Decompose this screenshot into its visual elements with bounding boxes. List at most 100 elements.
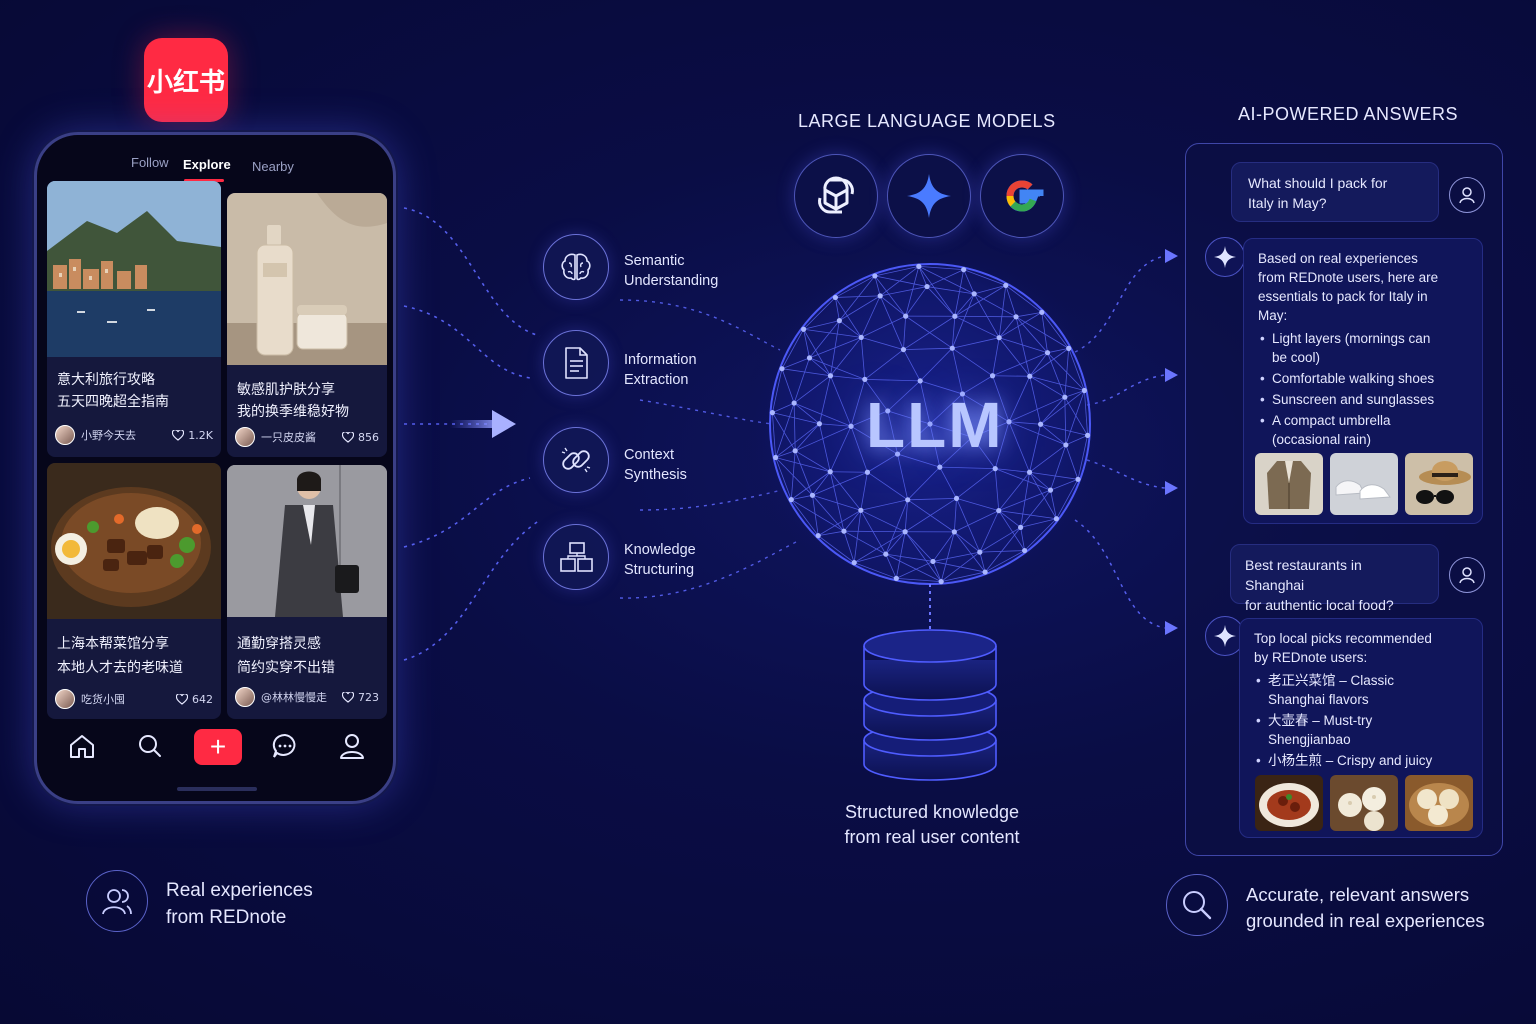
mesh-link: [861, 336, 904, 350]
mesh-link: [775, 402, 795, 458]
mesh-node: [996, 335, 1002, 341]
mesh-link: [905, 315, 953, 349]
mesh-link: [940, 551, 981, 582]
author-name: 吃货小囤: [81, 693, 125, 706]
like-count-value: 723: [358, 690, 379, 704]
mesh-link: [1084, 390, 1088, 436]
mesh-link: [812, 471, 868, 496]
mesh-link: [904, 498, 957, 533]
post-title-line1: 通勤穿搭灵感: [237, 636, 321, 652]
mesh-link: [809, 357, 865, 380]
mesh-link: [1008, 421, 1041, 425]
mesh-node: [989, 373, 996, 379]
mesh-link: [794, 450, 813, 496]
mesh-node: [800, 326, 807, 332]
step-label-line1: Information: [624, 352, 697, 368]
mesh-link: [793, 357, 810, 404]
mesh-node: [841, 528, 847, 534]
post-card-shanghai-food[interactable]: 上海本帮菜馆分享 本地人才去的老味道 吃货小囤 642: [47, 463, 221, 719]
mesh-link: [835, 275, 876, 298]
mesh-link: [860, 509, 906, 533]
mesh-node: [916, 263, 922, 269]
mesh-node: [951, 529, 957, 535]
post-card-outfit[interactable]: 通勤穿搭灵感 简约实穿不出错 @林林慢慢走 723: [227, 465, 387, 719]
step-structuring-label: Knowledge Structuring: [624, 540, 696, 580]
mesh-link: [829, 471, 845, 532]
like-count[interactable]: 856: [342, 431, 379, 444]
like-count[interactable]: 1.2K: [172, 429, 213, 442]
post-meta: 吃货小囤 642: [55, 689, 213, 709]
message-icon[interactable]: [270, 731, 300, 761]
author-name: @林林慢慢走: [261, 691, 327, 704]
post-card-skincare[interactable]: 敏感肌护肤分享 我的换季维稳好物 一只皮皮酱 856: [227, 193, 387, 457]
mesh-link: [1029, 375, 1066, 398]
answer-intro-line: Based on real experiences: [1258, 251, 1418, 266]
like-count[interactable]: 723: [342, 691, 379, 704]
mesh-link: [772, 412, 796, 452]
mesh-link: [879, 266, 920, 297]
mesh-link: [775, 450, 796, 458]
heart-icon: [172, 429, 185, 441]
mesh-link: [995, 468, 1051, 491]
mesh-node: [1013, 314, 1019, 320]
post-meta: 小野今天去 1.2K: [55, 425, 213, 445]
users-icon: [102, 889, 132, 915]
mesh-link: [984, 527, 1021, 573]
mesh-node: [779, 366, 785, 372]
step-label-line1: Semantic: [624, 253, 685, 269]
mesh-link: [834, 297, 840, 321]
answer-intro-line: essentials to pack for Italy in: [1258, 289, 1428, 304]
mesh-link: [860, 472, 868, 511]
mesh-link: [1015, 316, 1069, 349]
mesh-link: [1015, 316, 1048, 353]
mesh-link: [939, 466, 957, 499]
home-icon[interactable]: [67, 731, 97, 761]
list-item-text: 大壶春 – Must-try: [1268, 713, 1373, 728]
mesh-link: [1041, 312, 1048, 353]
mesh-node: [815, 533, 821, 539]
mesh-link: [956, 498, 999, 512]
mesh-link: [998, 312, 1042, 339]
profile-icon[interactable]: [337, 731, 367, 761]
mesh-link: [781, 329, 804, 369]
knowledge-caption-line2: from real user content: [844, 827, 1020, 847]
mesh-link: [1047, 347, 1069, 354]
mesh-link: [850, 379, 866, 427]
tab-follow[interactable]: Follow: [131, 155, 169, 170]
tab-nearby[interactable]: Nearby: [252, 159, 294, 174]
mesh-link: [1020, 489, 1051, 528]
mesh-link: [803, 329, 810, 358]
mesh-link: [895, 531, 906, 579]
mesh-link: [1064, 397, 1067, 445]
tab-explore[interactable]: Explore: [183, 157, 231, 172]
users-icon-ring: [86, 870, 148, 932]
question-line2: for authentic local food?: [1245, 597, 1394, 613]
plus-icon[interactable]: +: [194, 729, 242, 765]
shoes-image: [1330, 453, 1398, 515]
search-icon[interactable]: [135, 731, 165, 761]
mesh-link: [994, 468, 1000, 511]
mesh-link: [956, 498, 981, 553]
wire-out-2: [1086, 374, 1166, 406]
like-count[interactable]: 642: [176, 693, 213, 706]
question-bubble-italy: What should I pack for Italy in May?: [1231, 162, 1439, 222]
mesh-link: [791, 494, 813, 501]
mesh-node: [900, 346, 907, 353]
mesh-link: [954, 315, 1017, 318]
mesh-link: [954, 531, 981, 553]
mesh-link: [812, 471, 831, 496]
mesh-link: [1050, 490, 1057, 519]
openai-icon: [818, 176, 854, 214]
user-icon: [1459, 187, 1475, 204]
list-item: Sunscreen and sunglasses: [1258, 390, 1468, 409]
mesh-node: [827, 373, 834, 379]
mesh-link: [1005, 285, 1017, 317]
mesh-link: [874, 275, 881, 296]
post-card-italy[interactable]: 意大利旅行攻略 五天四晚超全指南 小野今天去 1.2K: [47, 181, 221, 457]
mesh-link: [926, 269, 964, 287]
mesh-link: [867, 471, 908, 501]
author-avatar: [55, 425, 75, 445]
wire-out-1: [1074, 255, 1166, 353]
result-caption: Accurate, relevant answers grounded in r…: [1246, 882, 1485, 934]
